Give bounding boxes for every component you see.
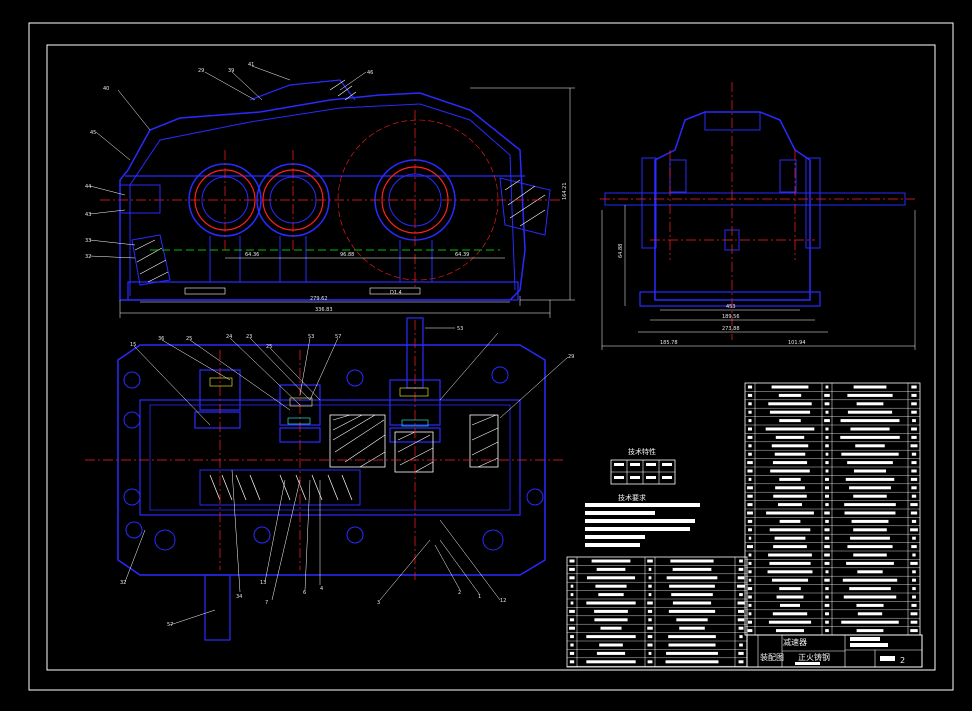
hatch-right <box>499 177 551 236</box>
part-label: 44 <box>85 184 91 190</box>
top-housing <box>117 344 546 576</box>
side-dim-w3: 273.88 <box>722 326 740 332</box>
part-label: 40 <box>103 86 109 92</box>
part-label: 29 <box>198 68 204 74</box>
part-label: 53 <box>308 334 314 340</box>
part-label: 34 <box>236 594 242 600</box>
tech-characteristics-title: 技术特性 <box>628 447 656 456</box>
top-inner-cavity <box>139 399 521 516</box>
top-inner-cavity-2 <box>149 404 511 511</box>
part-label: 2 <box>458 590 461 596</box>
dim-d4: D1.4 <box>390 290 402 296</box>
top-shafts <box>194 317 441 641</box>
part-label: 4 <box>320 586 323 592</box>
side-centerlines <box>600 82 915 340</box>
tech-requirements-title: 技术要求 <box>618 493 646 502</box>
left-shaft-cap <box>119 184 161 214</box>
title-sheet: 2 <box>900 656 905 665</box>
part-label: 57 <box>167 622 173 628</box>
cover-hatch <box>329 79 357 101</box>
inner-border <box>46 44 936 671</box>
front-view: 64.36 96.88 64.39 279.62 336.83 D1.4 164… <box>85 62 575 318</box>
parts-list-bottom <box>566 556 748 668</box>
tech-requirements-lines <box>585 503 700 547</box>
tech-characteristics-table: 技术特性 <box>610 447 676 485</box>
part-label: 36 <box>158 336 164 342</box>
dim-d3: 64.39 <box>455 252 469 258</box>
side-dim-w2: 189.56 <box>722 314 740 320</box>
base-flange <box>127 281 519 301</box>
top-colored-details <box>209 377 429 427</box>
foot-slot-2 <box>369 287 421 295</box>
part-label: 29 <box>568 354 574 360</box>
side-top-cap <box>704 111 761 131</box>
front-dimensions <box>119 87 575 318</box>
part-label: 7 <box>265 600 268 606</box>
front-leaders <box>89 65 367 259</box>
part-label: 32 <box>120 580 126 586</box>
part-label: 43 <box>85 212 91 218</box>
top-centerlines <box>85 320 565 580</box>
title-material: 正火铸钢 <box>798 652 830 662</box>
inspection-cover <box>249 79 356 101</box>
side-housing <box>654 111 811 301</box>
top-bolts <box>123 366 544 551</box>
dim-d2: 96.88 <box>340 252 354 258</box>
side-bolts <box>641 157 821 251</box>
part-label: 25 <box>186 336 192 342</box>
part-label: 1 <box>478 594 481 600</box>
dim-height: 164.21 <box>562 183 568 201</box>
ribs <box>209 236 433 282</box>
part-label: 53 <box>457 326 463 332</box>
housing-outline <box>119 92 526 301</box>
foot-slot-1 <box>184 287 226 295</box>
title-code: 装配图 <box>760 652 784 662</box>
title-block: 减速器 装配图 正火铸钢 2 <box>746 634 923 668</box>
front-centerlines <box>100 110 560 290</box>
side-dim-w4: 185.78 <box>660 340 678 346</box>
side-dimensions <box>601 205 916 350</box>
part-label: 41 <box>248 62 254 68</box>
part-label: 13 <box>260 580 266 586</box>
tech-requirements: 技术要求 <box>585 493 700 547</box>
part-label: 33 <box>85 238 91 244</box>
dim-len1: 279.62 <box>310 296 328 302</box>
side-dim-w5: 101.94 <box>788 340 806 346</box>
part-label: 57 <box>335 334 341 340</box>
part-label: 25 <box>266 344 272 350</box>
front-part-labels: 29 39 41 46 40 45 44 43 33 32 <box>85 62 373 260</box>
part-label: 39 <box>228 68 234 74</box>
side-view: 64.88 453 189.56 273.88 185.78 101.94 <box>600 82 916 350</box>
part-label: 23 <box>246 334 252 340</box>
outer-border <box>28 22 954 691</box>
dim-len2: 336.83 <box>315 307 333 313</box>
top-leaders <box>124 327 569 626</box>
part-label: 24 <box>226 334 232 340</box>
side-base <box>639 291 821 307</box>
part-label: 3 <box>377 600 380 606</box>
parts-list-right <box>744 382 921 636</box>
title-drawing-name: 减速器 <box>783 637 807 647</box>
dim-d1: 64.36 <box>245 252 259 258</box>
part-label: 12 <box>500 598 506 604</box>
top-gears <box>199 414 499 506</box>
part-label: 32 <box>85 254 91 260</box>
part-label: 15 <box>130 342 136 348</box>
hatch-left <box>131 234 171 286</box>
part-label: 45 <box>90 130 96 136</box>
part-label: 46 <box>367 70 373 76</box>
part-label: 6 <box>303 590 306 596</box>
housing-inner <box>129 103 516 296</box>
side-dim-w1: 453 <box>726 304 736 310</box>
side-dim-h: 64.88 <box>618 244 624 258</box>
